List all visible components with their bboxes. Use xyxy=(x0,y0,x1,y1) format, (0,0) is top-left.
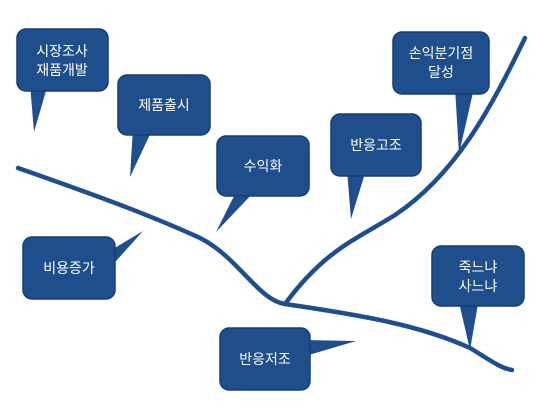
callout-market-research: 시장조사 재품개발 xyxy=(16,28,109,132)
callout-box xyxy=(216,135,310,197)
callout-tail xyxy=(108,231,143,270)
callout-label-line-2: 달성 xyxy=(428,65,454,81)
callout-monetization: 수익화 xyxy=(216,135,310,232)
callout-tail xyxy=(347,170,366,219)
callout-box xyxy=(22,236,116,300)
callout-box xyxy=(219,327,311,391)
callout-tail xyxy=(455,88,474,154)
callout-tail xyxy=(302,340,356,357)
callout-tail xyxy=(216,190,256,232)
callout-label-line-1: 시장조사 xyxy=(36,44,88,60)
callout-cost-increase: 비용증가 xyxy=(22,231,143,300)
callout-label: 제품출시 xyxy=(138,98,190,114)
callout-label: 수익화 xyxy=(244,159,283,175)
callout-box xyxy=(431,245,525,307)
callout-label: 반응고조 xyxy=(350,138,402,154)
callout-box xyxy=(392,31,490,95)
callout-box xyxy=(16,28,109,92)
callout-die-or-live: 죽느냐 사느냐 xyxy=(431,245,525,350)
callout-tail xyxy=(130,128,153,177)
callout-label: 반응저조 xyxy=(239,352,291,368)
callout-label-line-1: 죽느냐 xyxy=(459,260,498,276)
callout-tail xyxy=(30,84,48,132)
callout-box xyxy=(330,113,422,177)
callout-box xyxy=(117,74,211,136)
decline-curve xyxy=(282,301,515,373)
callout-product-launch: 제품출시 xyxy=(117,74,211,177)
callout-break-even: 손익분기점 달성 xyxy=(392,31,490,154)
callout-label-line-2: 사느냐 xyxy=(459,279,498,295)
main-curve xyxy=(15,35,528,307)
callout-label-line-1: 손익분기점 xyxy=(409,46,473,62)
callout-tail xyxy=(458,298,479,350)
callout-label: 비용증가 xyxy=(43,261,95,277)
callout-label-line-2: 재품개발 xyxy=(36,63,88,79)
callout-weak-response: 반응저조 xyxy=(219,327,356,391)
callout-good-response: 반응고조 xyxy=(330,113,422,219)
